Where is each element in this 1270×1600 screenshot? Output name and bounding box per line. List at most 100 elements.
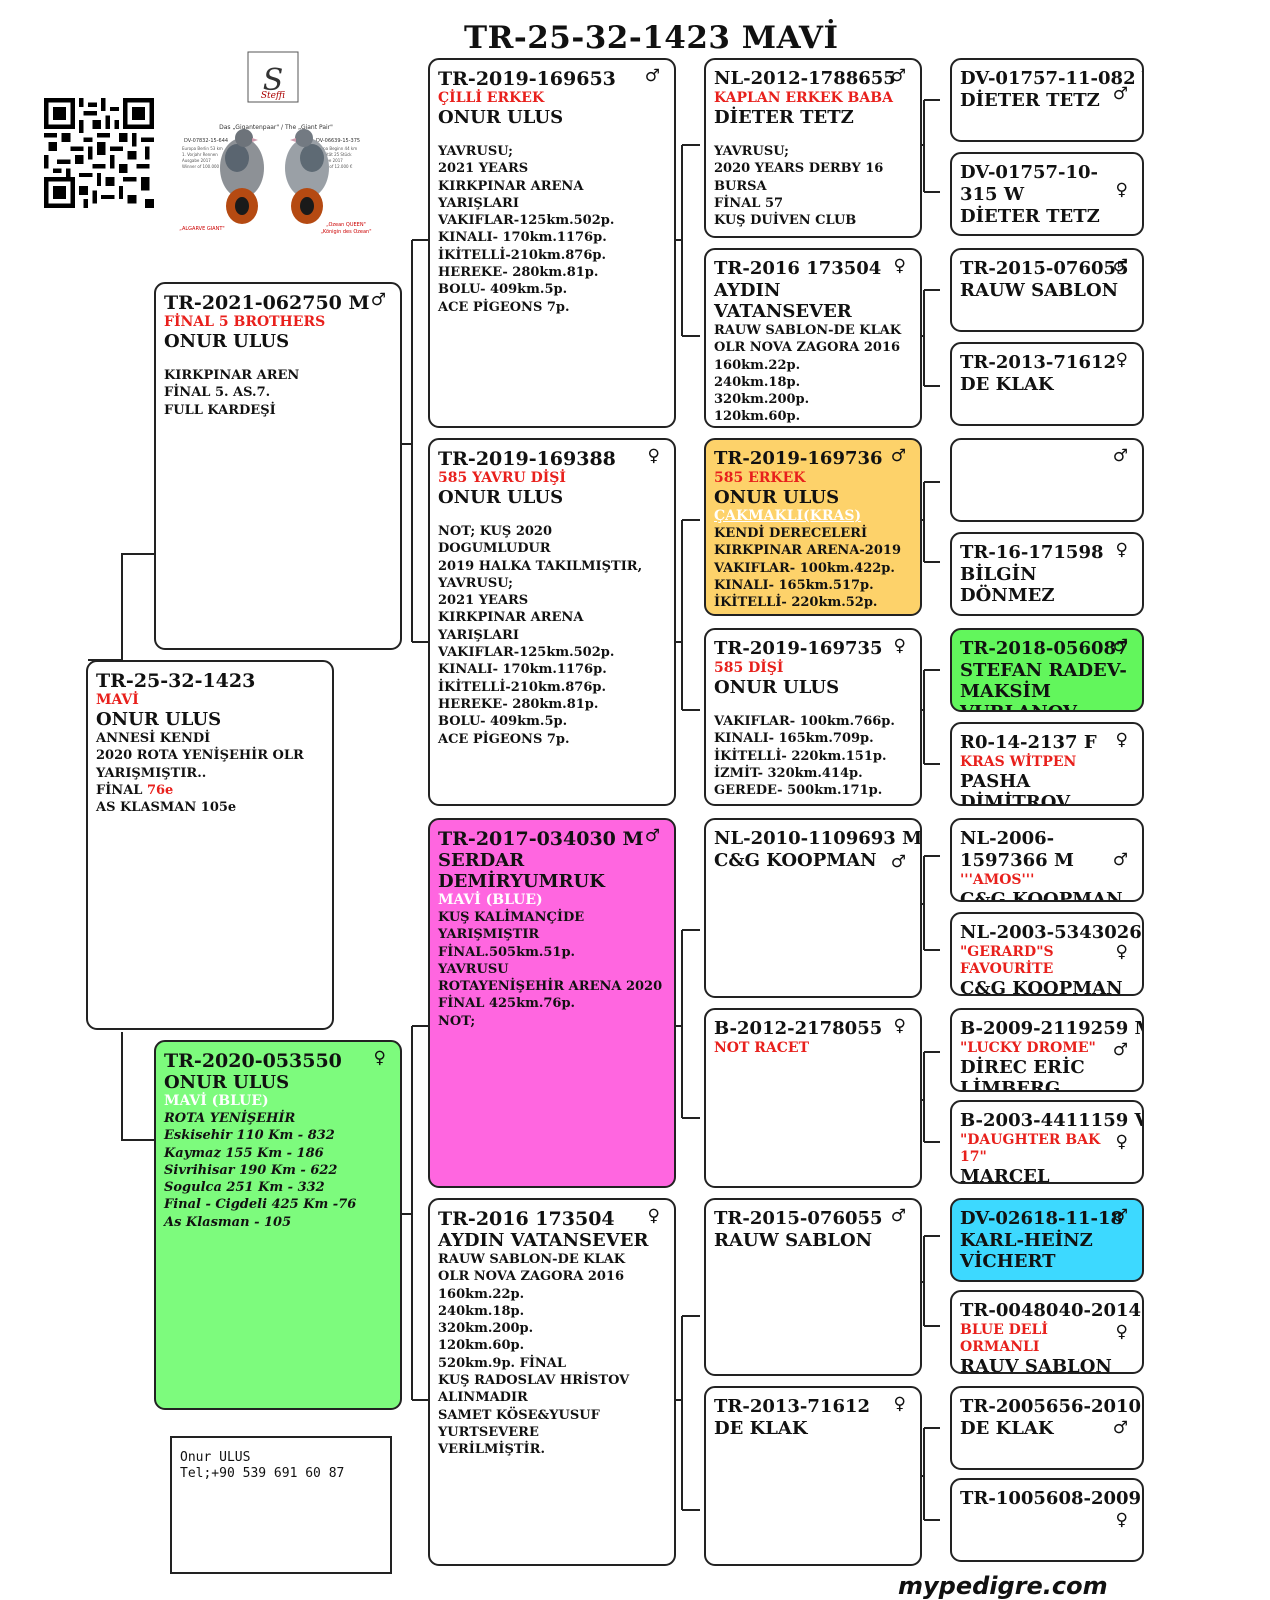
gen4-card-8[interactable]: ♀ R0-14-2137 F KRAS WİTPEN PASHA DİMİTRO… (950, 722, 1144, 806)
granddam-paternal-card[interactable]: ♀ TR-2019-169388 585 YAVRU DİŞİ ONUR ULU… (428, 438, 676, 806)
svg-text:Europa Berlin 53 km: Europa Berlin 53 km (182, 146, 223, 151)
gen3-card-4[interactable]: ♀ TR-2019-169735 585 DİŞİ ONUR ULUS VAKI… (704, 628, 922, 806)
ring-number: TR-0048040-2014 (960, 1300, 1142, 1321)
gen4-card-15[interactable]: ♂ TR-2005656-2010 DE KLAK (950, 1386, 1144, 1470)
ring-number: NL-2006-1597366 M (960, 828, 1074, 871)
owner-name: DİETER TETZ (714, 107, 854, 128)
svg-text:Europa Beginn 44 km: Europa Beginn 44 km (314, 146, 357, 151)
male-icon: ♂ (644, 66, 660, 86)
dam-color: MAVİ (BLUE) (164, 1093, 269, 1109)
gen4-card-6[interactable]: ♀ TR-16-171598 BİLGİN DÖNMEZ (950, 532, 1144, 616)
svg-text:S: S (263, 63, 284, 98)
color-label: "DAUGHTER BAK 17" (960, 1132, 1101, 1165)
female-icon: ♀ (1115, 1510, 1128, 1530)
qr-code-icon (44, 98, 154, 208)
ring-number: R0-14-2137 F (960, 732, 1097, 753)
ring-number: TR-2015-076055 (960, 258, 1129, 279)
gen4-card-3[interactable]: ♂ TR-2015-076055 RAUW SABLON (950, 248, 1144, 332)
grandsire-paternal-card[interactable]: ♂ TR-2019-169653 ÇİLLİ ERKEK ONUR ULUS Y… (428, 58, 676, 428)
gen3-card-3[interactable]: ♂ TR-2019-169736 585 ERKEK ONUR ULUS ÇAK… (704, 438, 922, 616)
notes: YAVRUSU; 2020 YEARS DERBY 16 BURSA FİNAL… (714, 144, 884, 229)
ring-number: DV-01757-11-082 V (960, 68, 1144, 89)
ring-number: B-2003-4411159 V (960, 1110, 1144, 1131)
owner-name: DİREC ERİC (960, 1057, 1085, 1078)
male-icon: ♂ (1112, 1418, 1128, 1438)
svg-text:Das „Gigantenpaar" / The „Gian: Das „Gigantenpaar" / The „Giant Pair" (219, 124, 333, 131)
sire-card[interactable]: ♂ TR-2021-062750 M FİNAL 5 BROTHERS ONUR… (154, 282, 402, 650)
svg-text:Winner of 12.000 €: Winner of 12.000 € (314, 164, 353, 169)
ring-number: TR-2019-169653 (438, 68, 616, 90)
dam-ring: TR-2020-053550 (164, 1050, 342, 1072)
gen4-card-14[interactable]: ♀ TR-0048040-2014 BLUE DELİ ORMANLI RAUV… (950, 1290, 1144, 1374)
owner-name: DİETER TETZ (960, 206, 1100, 227)
svg-text:„Ozean QUEEN": „Ozean QUEEN" (326, 222, 366, 228)
owner-name: PASHA (960, 771, 1031, 792)
gen4-card-10[interactable]: ♀ NL-2003-5343026 "GERARD"S FAVOURİTE C&… (950, 912, 1144, 996)
owner-name: SERDAR DEMİRYUMRUK (438, 850, 605, 892)
owner-name: RAUW SABLON (960, 280, 1119, 301)
owner-name: STEFAN RADEV-MAKSİM (960, 660, 1127, 702)
ring-number: TR-2016 173504 (438, 1208, 615, 1230)
grandsire-maternal-card[interactable]: ♂ TR-2017-034030 M SERDAR DEMİRYUMRUK MA… (428, 818, 676, 1188)
male-icon: ♂ (1112, 1040, 1128, 1060)
color-label: KAPLAN ERKEK BABA (714, 90, 893, 106)
owner-name: KARL-HEİNZ VİCHERT (960, 1230, 1093, 1272)
gen4-card-9[interactable]: ♂ NL-2006-1597366 M '''AMOS''' C&G KOOPM… (950, 818, 1144, 902)
gen4-card-12[interactable]: ♀ B-2003-4411159 V "DAUGHTER BAK 17" MAR… (950, 1100, 1144, 1184)
gen3-card-2[interactable]: ♀ TR-2016 173504 AYDIN VATANSEVER RAUW S… (704, 248, 922, 428)
gen4-card-13[interactable]: ♂ DV-02618-11-18 KARL-HEİNZ VİCHERT (950, 1198, 1144, 1282)
ring-number: DV-01757-10-315 W (960, 162, 1099, 205)
color-label: MAVİ (BLUE) (438, 892, 543, 908)
female-icon: ♀ (1115, 180, 1128, 200)
site-footer[interactable]: mypedigre.com (898, 1572, 1108, 1600)
ring-number: TR-1005608-2009 (960, 1488, 1142, 1509)
notes: KENDİ DERECELERİ KIRKPINAR ARENA-2019 VA… (714, 526, 901, 611)
overlay-label: ÇAKMAKLI(KRAS) (714, 508, 862, 524)
male-icon: ♂ (1112, 636, 1128, 656)
ring-number: TR-16-171598 (960, 542, 1104, 563)
ring-number: NL-2012-1788655 (714, 68, 896, 89)
owner-name: DE KLAK (714, 1418, 808, 1439)
gen4-card-1[interactable]: ♂ DV-01757-11-082 V DİETER TETZ (950, 58, 1144, 142)
owner-name: ONUR ULUS (438, 487, 564, 508)
gen4-card-11[interactable]: ♂ B-2009-2119259 M "LUCKY DROME" DİREC E… (950, 1008, 1144, 1092)
gen3-card-6[interactable]: ♀ B-2012-2178055 NOT RACET (704, 1008, 922, 1188)
ring-number: TR-2005656-2010 (960, 1396, 1142, 1417)
male-icon: ♂ (890, 852, 906, 872)
ring-number: TR-2019-169735 (714, 638, 883, 659)
ring-number: TR-2018-056087 (960, 638, 1129, 659)
owner-extra: C&G KOOPMAN (960, 889, 1123, 902)
gen4-card-5[interactable]: ♂ (950, 438, 1144, 522)
gen4-card-4[interactable]: ♀ TR-2013-71612 DE KLAK (950, 342, 1144, 426)
owner-name: RAUW SABLON (714, 1230, 873, 1251)
color-label: "GERARD"S FAVOURİTE (960, 944, 1054, 977)
owner-extra: VURLANOV (960, 702, 1134, 710)
female-icon: ♀ (893, 1016, 906, 1036)
owner-extra: LİMBERG (960, 1078, 1061, 1092)
owner-name: ONUR ULUS (714, 487, 840, 508)
gen4-card-2[interactable]: ♀ DV-01757-10-315 W DİETER TETZ (950, 152, 1144, 236)
ring-number: NL-2003-5343026 (960, 922, 1142, 943)
male-icon: ♂ (890, 66, 906, 86)
sire-color: FİNAL 5 BROTHERS (164, 314, 326, 330)
gen3-card-5[interactable]: ♂ NL-2010-1109693 M C&G KOOPMAN (704, 818, 922, 998)
color-label: 585 DİŞİ (714, 660, 784, 676)
ring-number: TR-2019-169736 (714, 448, 883, 469)
granddam-maternal-card[interactable]: ♀ TR-2016 173504 AYDIN VATANSEVER RAUW S… (428, 1198, 676, 1566)
breeder-contact: Onur ULUS Tel;+90 539 691 60 87 (170, 1436, 392, 1574)
gen3-card-7[interactable]: ♂ TR-2015-076055 RAUW SABLON (704, 1198, 922, 1376)
female-icon: ♀ (1115, 1132, 1128, 1152)
gen3-card-8[interactable]: ♀ TR-2013-71612 DE KLAK (704, 1386, 922, 1566)
gen4-card-7[interactable]: ♂ TR-2018-056087 STEFAN RADEV-MAKSİM VUR… (950, 628, 1144, 712)
gen4-card-16[interactable]: ♀ TR-1005608-2009 (950, 1478, 1144, 1562)
notes: NOT; KUŞ 2020 DOGUMLUDUR 2019 HALKA TAKI… (438, 524, 643, 747)
svg-text:Kapazität 25 Stück: Kapazität 25 Stück (314, 152, 352, 157)
gen3-card-1[interactable]: ♂ NL-2012-1788655 KAPLAN ERKEK BABA DİET… (704, 58, 922, 238)
male-icon: ♂ (890, 446, 906, 466)
female-icon: ♀ (647, 446, 660, 466)
subject-card[interactable]: TR-25-32-1423 MAVİ ONUR ULUS ANNESİ KEND… (86, 660, 334, 1030)
ring-number: B-2009-2119259 M (960, 1018, 1144, 1039)
female-icon: ♀ (1115, 540, 1128, 560)
dam-card[interactable]: ♀ TR-2020-053550 ONUR ULUS MAVİ (BLUE) R… (154, 1040, 402, 1410)
sire-notes: KIRKPINAR AREN FİNAL 5. AS.7. FULL KARDE… (164, 368, 300, 418)
